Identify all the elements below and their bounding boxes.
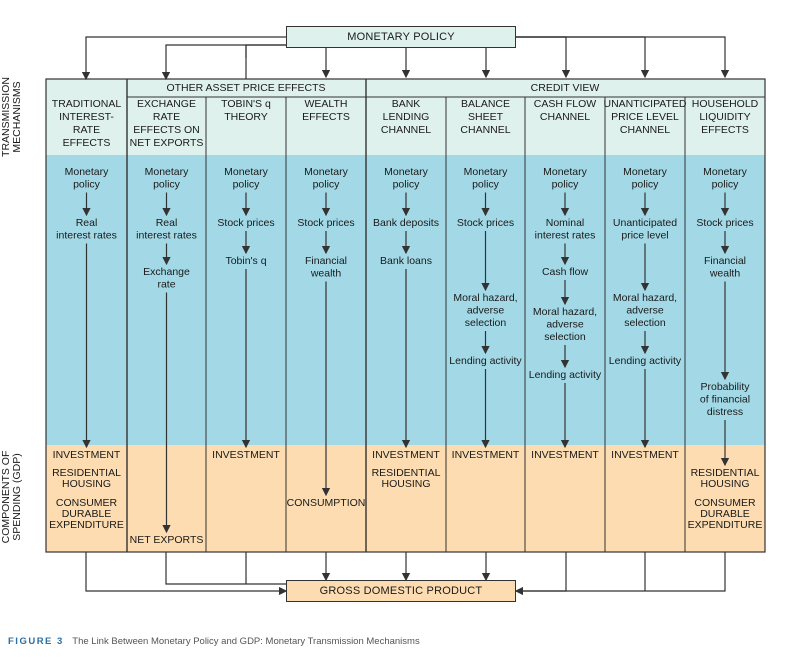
side-label-components: COMPONENTS OF SPENDING (GDP): [0, 437, 25, 557]
connector-top: [81, 36, 286, 81]
mechanism-node-tobin: Stock prices: [217, 217, 274, 229]
figure-caption: FIGURE 3 The Link Between Monetary Polic…: [8, 636, 420, 647]
side-label-components-line2: SPENDING (GDP): [11, 453, 23, 541]
connector-bottom: [514, 552, 567, 596]
mechanism-node-wealth: Stock prices: [297, 217, 354, 229]
outcome-balance: INVESTMENT: [452, 449, 520, 461]
header-band: [46, 79, 765, 155]
connector-top: [516, 36, 571, 79]
side-label-mechanisms: TRANSMISSION MECHANISMS: [0, 57, 25, 177]
outcome-exchange: NET EXPORTS: [130, 534, 204, 546]
mechanism-node-balance: Lending activity: [449, 355, 522, 367]
connector-bottom: [516, 552, 726, 592]
connector-top: [245, 44, 286, 79]
mechanism-node-household: Stock prices: [696, 217, 753, 229]
group-header-other-asset: OTHER ASSET PRICE EFFECTS: [166, 82, 325, 94]
mechanism-node-unanticipated: Lending activity: [609, 355, 682, 367]
mechanism-node-bank: Bank deposits: [373, 217, 439, 229]
outcome-cashflow: INVESTMENT: [531, 449, 599, 461]
outcome-band: [46, 445, 765, 552]
connector-top: [516, 36, 650, 79]
outcome-bank: INVESTMENT: [372, 449, 440, 461]
figure-number: FIGURE 3: [8, 636, 64, 647]
gdp-box: GROSS DOMESTIC PRODUCT: [286, 580, 516, 602]
outcome-tobin: INVESTMENT: [212, 449, 280, 461]
connector-top: [161, 44, 286, 81]
mechanism-node-cashflow: Cash flow: [542, 266, 589, 278]
connector-bottom: [85, 552, 288, 596]
mechanism-node-bank: Bank loans: [380, 255, 432, 267]
outcome-unanticipated: INVESTMENT: [611, 449, 679, 461]
mechanism-node-balance: Stock prices: [457, 217, 514, 229]
mechanism-node-tobin: Tobin's q: [225, 255, 266, 267]
connector-top: [516, 36, 730, 79]
connector-bottom: [165, 552, 286, 585]
figure-title: The Link Between Monetary Policy and GDP…: [72, 636, 420, 647]
monetary-policy-box: MONETARY POLICY: [286, 26, 516, 48]
mechanism-node-cashflow: Lending activity: [529, 369, 602, 381]
side-label-mechanisms-line2: MECHANISMS: [11, 81, 23, 153]
outcome-wealth: CONSUMPTION: [287, 497, 366, 509]
outcome-traditional: INVESTMENT: [53, 449, 121, 461]
group-header-credit-view: CREDIT VIEW: [531, 82, 600, 94]
